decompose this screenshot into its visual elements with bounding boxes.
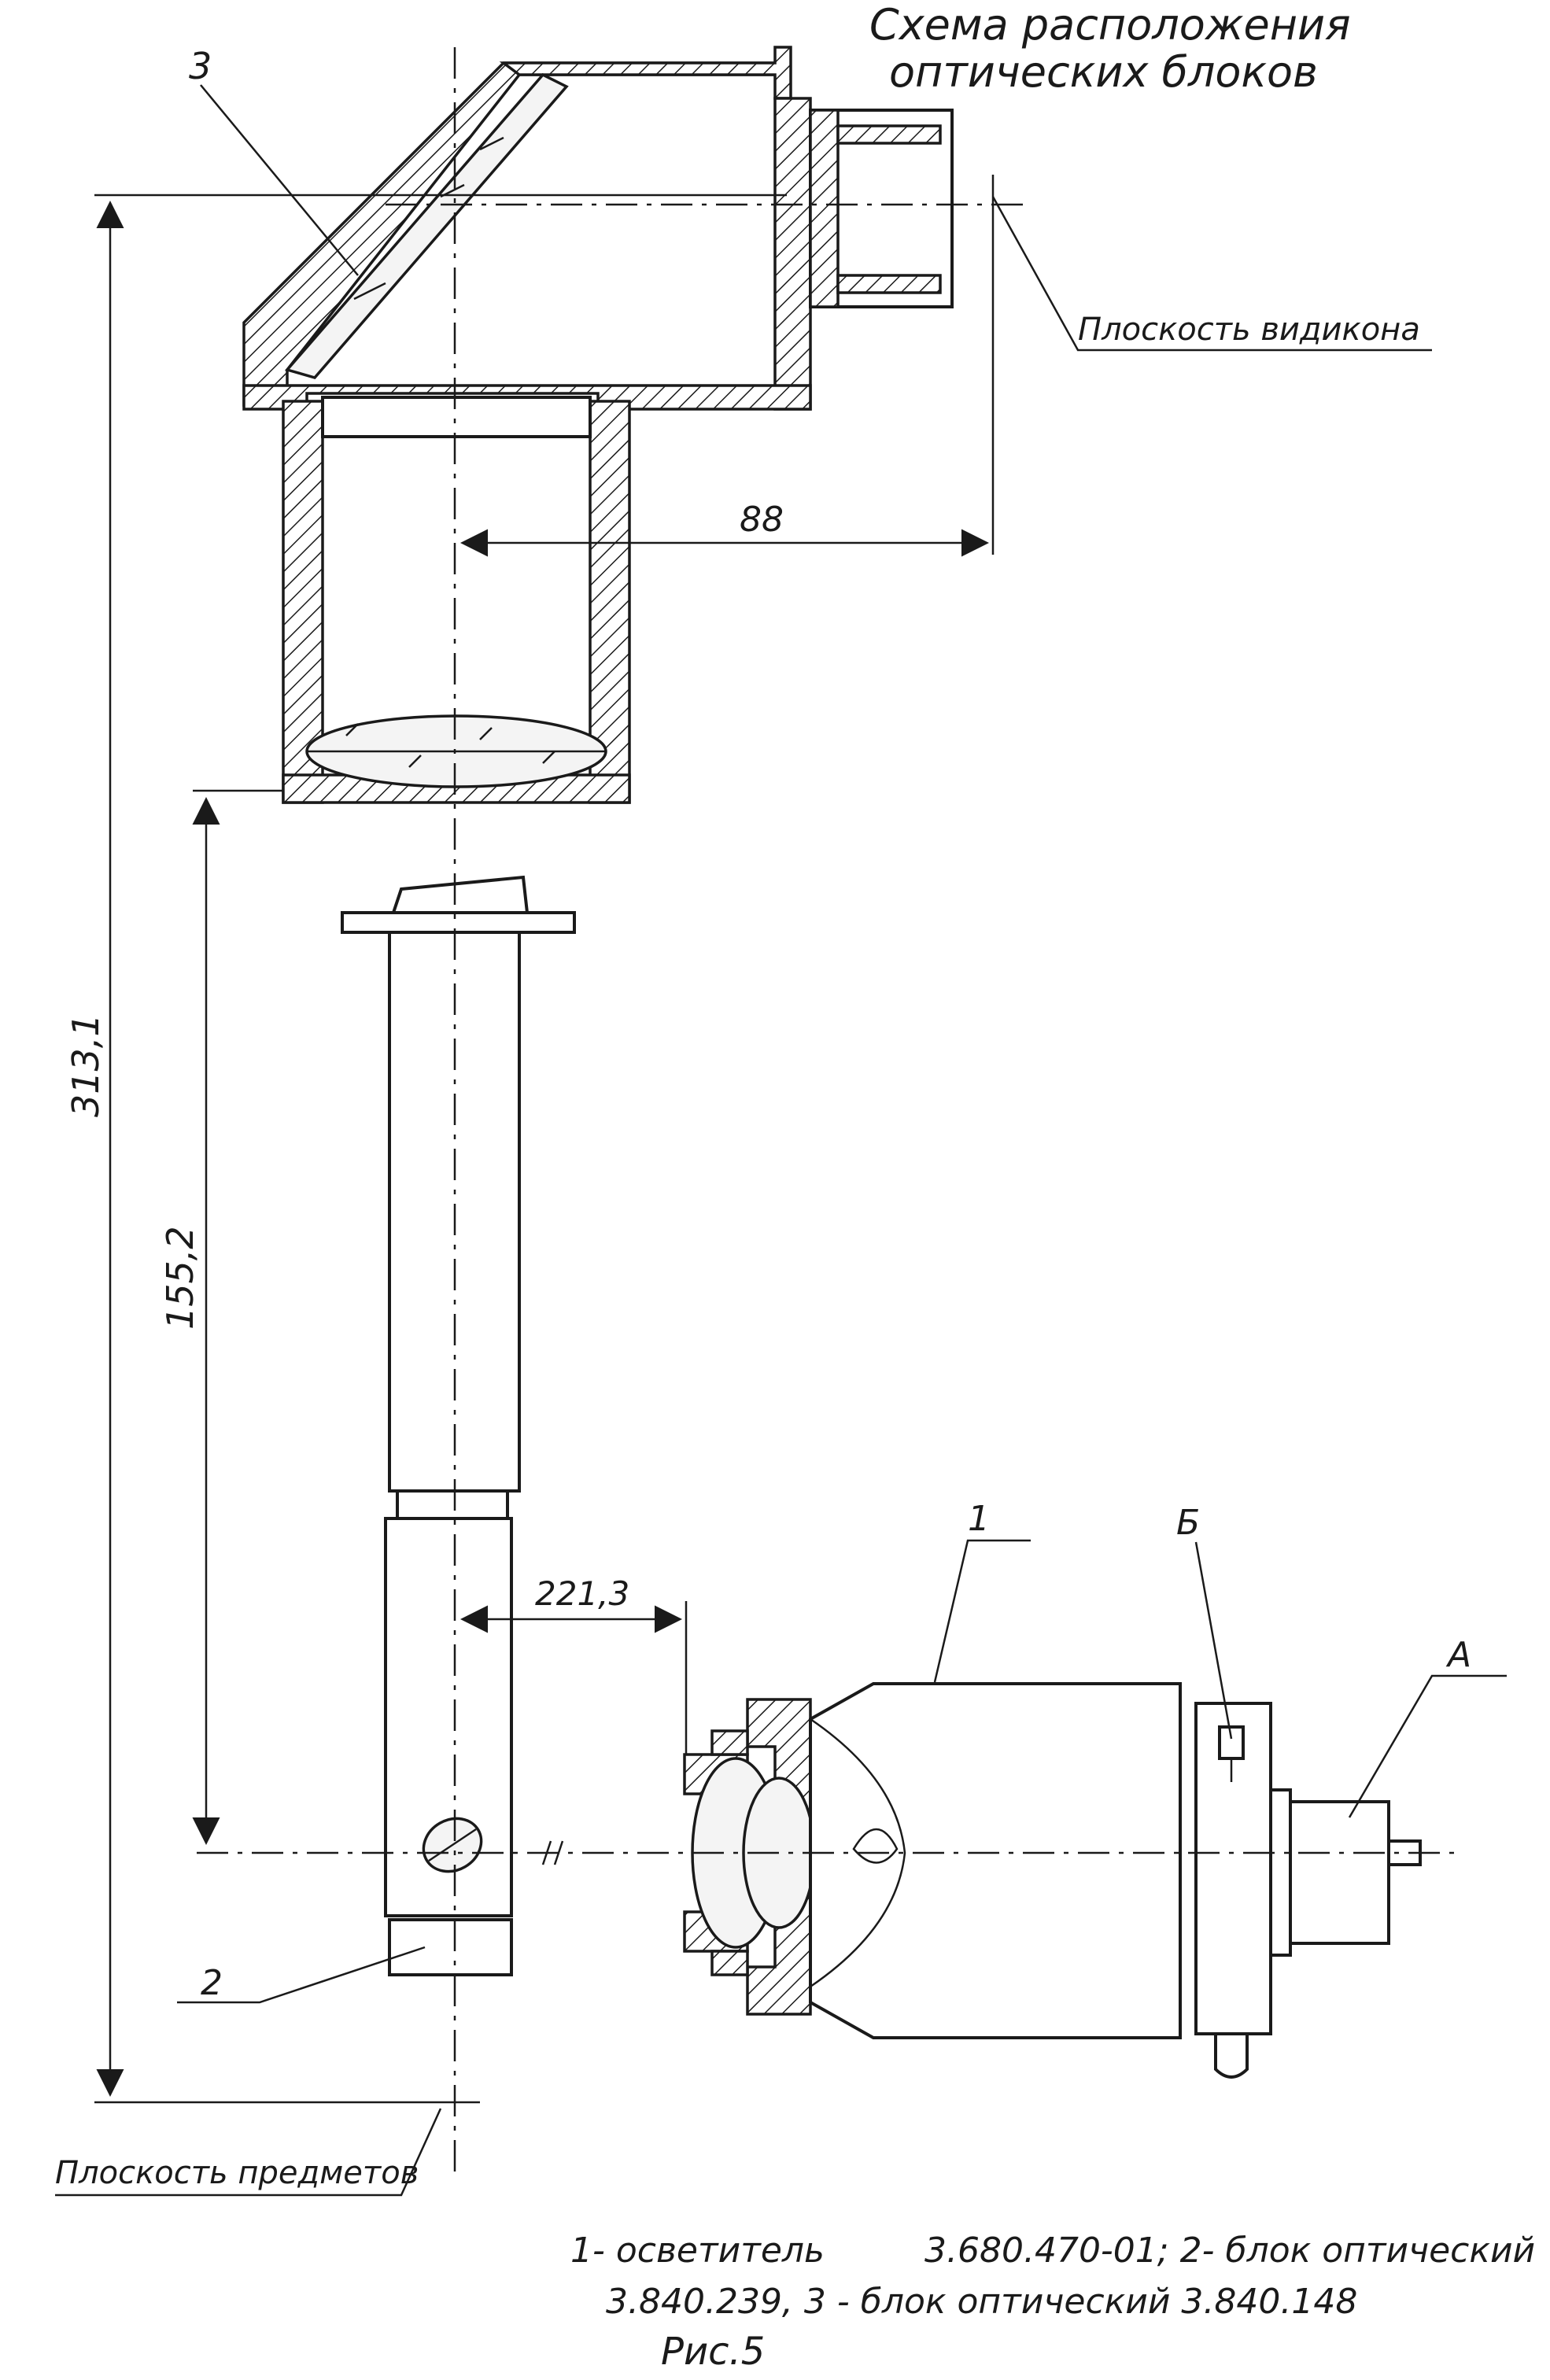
optical-block-2 [341, 875, 576, 1976]
title-line2: оптических блоков [889, 47, 1318, 97]
title-line1: Схема расположения [869, 0, 1351, 50]
caption-line1b: 3.680.470-01; 2- блок оптический [924, 2231, 1535, 2271]
dimension-88-label: 88 [740, 500, 784, 540]
part-2-label: 2 [201, 1963, 223, 2003]
part-1-label: 1 [968, 1499, 990, 1539]
dimension-221-label: 221,3 [535, 1574, 629, 1613]
caption-line1a: 1- осветитель [570, 2231, 825, 2271]
dimension-155: 155,2 [159, 789, 283, 1845]
dimension-221: 221,3 [460, 1574, 688, 1755]
axis-break-mark [541, 1840, 564, 1865]
part-3-label: 3 [189, 45, 212, 87]
part-A-label: А [1445, 1635, 1471, 1675]
callouts: 3 Плоскость видикона 1 Б А 2 Плоскость п… [55, 45, 1507, 2197]
figure-label: Рис.5 [661, 2330, 765, 2374]
block-3-lens-barrel [282, 396, 631, 804]
object-plane-label: Плоскость предметов [55, 2155, 419, 2191]
dimension-313: 313,1 [65, 194, 787, 2104]
caption-line2: 3.840.239, 3 - блок оптический 3.840.148 [606, 2282, 1357, 2322]
dimension-155-label: 155,2 [159, 1226, 201, 1330]
dimension-313-label: 313,1 [65, 1013, 107, 1117]
part-B-label: Б [1176, 1503, 1200, 1543]
optical-block-3 [242, 46, 954, 411]
vidicon-plane-label: Плоскость видикона [1078, 312, 1420, 348]
dimension-88: 88 [460, 175, 995, 557]
illuminator-block-1 [683, 1682, 1422, 2079]
